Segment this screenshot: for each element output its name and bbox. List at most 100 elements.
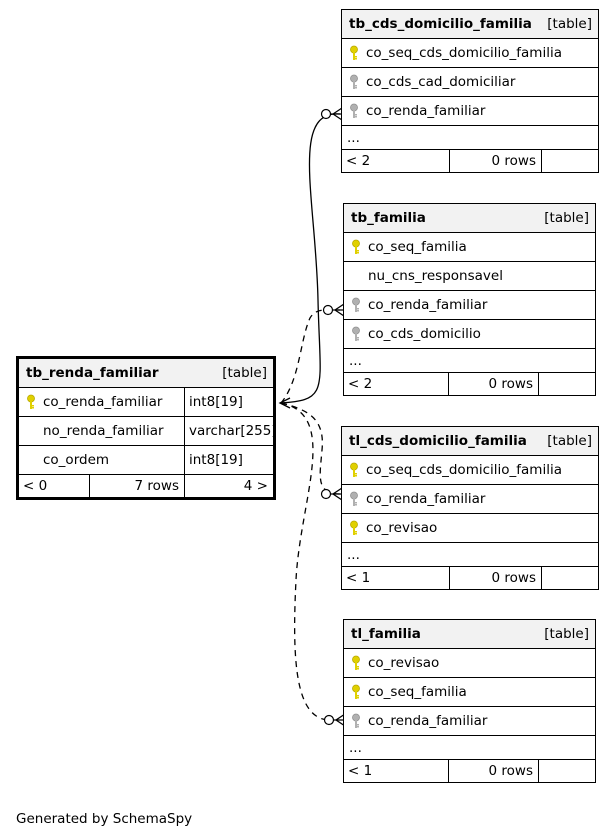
children-count[interactable]	[542, 150, 598, 172]
column-row[interactable]: co_renda_familiar	[344, 291, 595, 320]
column-row[interactable]: co_renda_familiar	[344, 707, 595, 736]
column-name: co_seq_familia	[368, 684, 467, 700]
table-name: tl_cds_domicilio_familia	[349, 433, 527, 449]
table-footer: < 2 0 rows	[342, 150, 598, 172]
column-name: co_renda_familiar	[368, 297, 488, 313]
table-footer: < 1 0 rows	[344, 760, 595, 782]
edge-end-tl-familia	[323, 714, 335, 726]
edge-tl-familia	[280, 402, 331, 721]
row-count: 0 rows	[449, 760, 539, 782]
column-name: co_renda_familiar	[366, 103, 486, 119]
column-row[interactable]: co_revisao	[344, 649, 595, 678]
table-header: tl_familia [table]	[344, 620, 595, 649]
column-row[interactable]: co_cds_domicilio	[344, 320, 595, 349]
column-row[interactable]: no_renda_familiar varchar[255]	[19, 417, 277, 446]
parents-count[interactable]: < 0	[19, 475, 90, 497]
table-kind: [table]	[547, 433, 592, 449]
children-count[interactable]	[542, 567, 598, 589]
more-columns: ...	[342, 126, 598, 150]
edge-end-tb-familia	[322, 304, 334, 316]
table-header: tl_cds_domicilio_familia [table]	[342, 427, 598, 456]
table-tb-cds-domicilio-familia[interactable]: tb_cds_domicilio_familia [table] co_seq_…	[341, 9, 599, 173]
edge-tb-cds-domicilio-familia	[280, 113, 341, 404]
more-columns: ...	[344, 349, 595, 373]
column-row[interactable]: co_renda_familiar	[342, 97, 598, 126]
parents-count[interactable]: < 1	[344, 760, 449, 782]
foreign-key-icon	[344, 326, 368, 342]
table-name: tb_familia	[351, 210, 426, 226]
crowfoot-tl-cds-domicilio-familia	[331, 487, 343, 501]
table-footer: < 1 0 rows	[342, 567, 598, 589]
table-kind: [table]	[544, 210, 589, 226]
table-footer: < 2 0 rows	[344, 373, 595, 395]
row-count: 0 rows	[450, 150, 542, 172]
row-count: 7 rows	[90, 475, 185, 497]
table-header: tb_cds_domicilio_familia [table]	[342, 10, 598, 39]
table-kind: [table]	[544, 626, 589, 642]
column-name: co_revisao	[366, 520, 438, 536]
parents-count[interactable]: < 2	[344, 373, 449, 395]
children-count[interactable]: 4 >	[243, 478, 268, 494]
table-kind: [table]	[547, 16, 592, 32]
table-tl-familia[interactable]: tl_familia [table] co_revisao co_seq_fam…	[343, 619, 596, 783]
column-name: co_cds_domicilio	[368, 326, 481, 342]
primary-key-icon	[344, 684, 368, 700]
column-row[interactable]: co_seq_cds_domicilio_familia	[342, 456, 598, 485]
edge-end-tl-cds-domicilio-familia	[320, 488, 332, 500]
primary-key-icon	[344, 655, 368, 671]
table-header: tb_familia [table]	[344, 204, 595, 233]
primary-key-icon	[342, 45, 366, 61]
table-tb-renda-familiar[interactable]: tb_renda_familiar [table] co_renda_famil…	[16, 356, 277, 500]
column-row[interactable]: nu_cns_responsavel	[344, 262, 595, 291]
column-type: int8[19]	[189, 394, 243, 410]
column-name: no_renda_familiar	[43, 417, 185, 445]
table-name: tb_renda_familiar	[26, 365, 159, 381]
more-columns: ...	[344, 736, 595, 760]
primary-key-icon	[342, 462, 366, 478]
column-name: co_revisao	[368, 655, 440, 671]
foreign-key-icon	[342, 74, 366, 90]
table-name: tl_familia	[351, 626, 421, 642]
column-name: nu_cns_responsavel	[368, 268, 503, 284]
children-count[interactable]	[539, 373, 595, 395]
table-header: tb_renda_familiar [table]	[19, 359, 273, 388]
column-row[interactable]: co_ordem int8[19]	[19, 446, 273, 475]
primary-key-icon	[19, 394, 43, 410]
foreign-key-icon	[344, 713, 368, 729]
crowfoot-tb-familia	[333, 303, 345, 317]
generated-by-footer: Generated by SchemaSpy	[16, 811, 193, 827]
column-name: co_renda_familiar	[368, 713, 488, 729]
column-name: co_seq_cds_domicilio_familia	[366, 462, 562, 478]
foreign-key-icon	[344, 297, 368, 313]
column-row[interactable]: co_seq_familia	[344, 678, 595, 707]
children-count[interactable]	[539, 760, 595, 782]
column-name: co_renda_familiar	[43, 388, 185, 416]
table-name: tb_cds_domicilio_familia	[349, 16, 532, 32]
primary-key-icon	[342, 520, 366, 536]
column-row[interactable]: co_cds_cad_domiciliar	[342, 68, 598, 97]
column-row[interactable]: co_seq_familia	[344, 233, 595, 262]
column-row[interactable]: co_revisao	[342, 514, 598, 543]
primary-key-icon	[344, 239, 368, 255]
parents-count[interactable]: < 2	[342, 150, 450, 172]
more-columns: ...	[342, 543, 598, 567]
parents-count[interactable]: < 1	[342, 567, 450, 589]
column-name: co_cds_cad_domiciliar	[366, 74, 516, 90]
foreign-key-icon	[342, 491, 366, 507]
edge-arrowhead	[278, 397, 291, 409]
table-tl-cds-domicilio-familia[interactable]: tl_cds_domicilio_familia [table] co_seq_…	[341, 426, 599, 590]
column-row[interactable]: co_renda_familiar int8[19]	[19, 388, 273, 417]
table-kind: [table]	[222, 365, 267, 381]
column-name: co_ordem	[43, 446, 185, 474]
table-footer: < 0 7 rows 4 >	[19, 475, 273, 497]
column-name: co_seq_cds_domicilio_familia	[366, 45, 562, 61]
crowfoot-tb-cds-domicilio-familia	[331, 107, 343, 121]
column-row[interactable]: co_renda_familiar	[342, 485, 598, 514]
column-row[interactable]: co_seq_cds_domicilio_familia	[342, 39, 598, 68]
column-name: co_renda_familiar	[366, 491, 486, 507]
column-type: int8[19]	[189, 452, 243, 468]
row-count: 0 rows	[449, 373, 539, 395]
table-tb-familia[interactable]: tb_familia [table] co_seq_familia nu_cns…	[343, 203, 596, 396]
foreign-key-icon	[342, 103, 366, 119]
